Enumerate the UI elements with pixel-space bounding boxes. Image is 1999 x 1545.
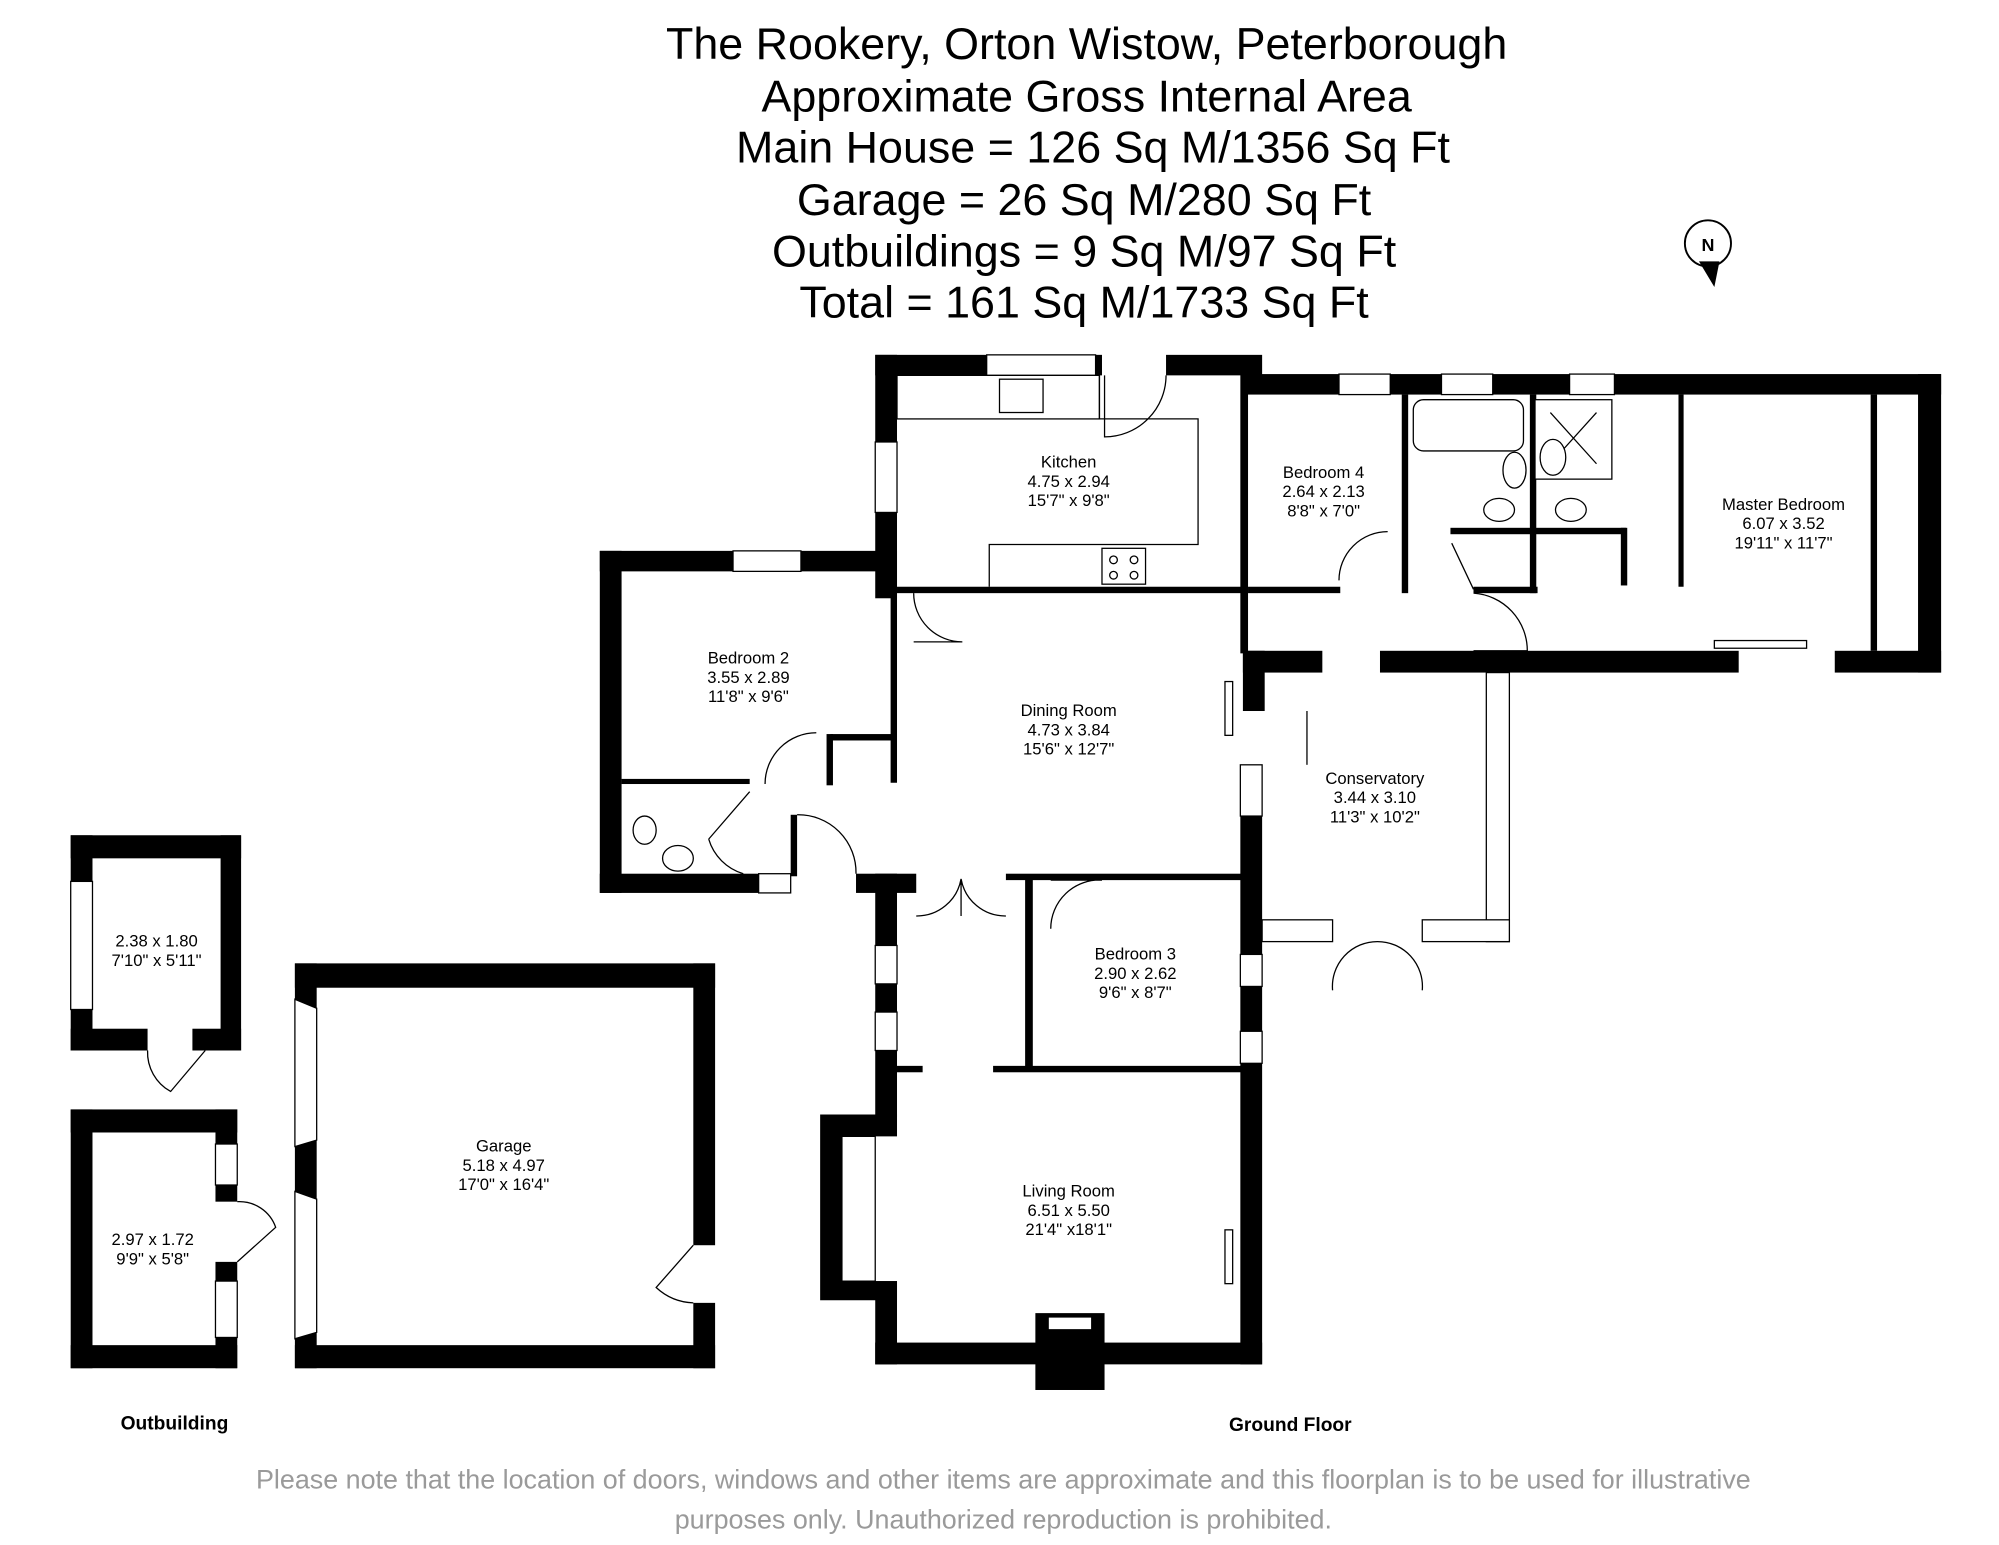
- room-bedroom-4: Bedroom 4 2.64 x 2.13 8'8" x 7'0": [1282, 463, 1364, 520]
- room-size-metric: 2.90 x 2.62: [1094, 964, 1176, 983]
- room-name: Dining Room: [1021, 701, 1117, 720]
- main-house-walls: [599, 354, 1942, 1390]
- room-size-imperial: 15'7" x 9'8": [1028, 491, 1110, 510]
- area-total: Total = 161 Sq M/1733 Sq Ft: [799, 277, 1369, 328]
- north-compass-icon: N: [1683, 219, 1732, 287]
- room-size-imperial: 7'10" x 5'11": [112, 951, 202, 970]
- room-size-metric: 6.07 x 3.52: [1742, 514, 1824, 533]
- room-name: Kitchen: [1041, 453, 1097, 472]
- disclaimer-line-1: Please note that the location of doors, …: [256, 1465, 1751, 1495]
- room-garage: Garage 5.18 x 4.97 17'0" x 16'4": [458, 1137, 549, 1194]
- room-size-imperial: 19'11" x 11'7": [1735, 533, 1833, 552]
- basin-icon: [1539, 438, 1567, 476]
- room-bedroom-3: Bedroom 3 2.90 x 2.62 9'6" x 8'7": [1094, 945, 1176, 1002]
- room-size-imperial: 11'8" x 9'6": [708, 687, 789, 706]
- basin-icon: [1502, 451, 1527, 489]
- room-size-metric: 2.38 x 1.80: [115, 932, 197, 951]
- room-name: Conservatory: [1325, 769, 1425, 788]
- sink-icon: [998, 378, 1044, 414]
- toilet-icon: [632, 815, 657, 845]
- room-name: Garage: [476, 1137, 532, 1156]
- room-bedroom-2: Bedroom 2 3.55 x 2.89 11'8" x 9'6": [707, 649, 789, 706]
- area-outbuildings: Outbuildings = 9 Sq M/97 Sq Ft: [772, 225, 1397, 276]
- room-name: Bedroom 4: [1283, 463, 1364, 482]
- room-size-imperial: 17'0" x 16'4": [458, 1175, 549, 1194]
- room-size-metric: 2.64 x 2.13: [1282, 482, 1364, 501]
- room-size-imperial: 15'6" x 12'7": [1023, 740, 1114, 759]
- room-size-metric: 6.51 x 5.50: [1028, 1201, 1110, 1220]
- room-size-metric: 3.55 x 2.89: [707, 668, 789, 687]
- room-size-imperial: 21'4" x18'1": [1025, 1220, 1112, 1239]
- area-main-house: Main House = 126 Sq M/1356 Sq Ft: [736, 122, 1450, 173]
- room-size-metric: 3.44 x 3.10: [1334, 788, 1416, 807]
- basin-icon: [661, 844, 694, 872]
- room-kitchen: Kitchen 4.75 x 2.94 15'7" x 9'8": [1028, 453, 1110, 510]
- outbuilding-label: Outbuilding: [121, 1414, 229, 1435]
- room-name: Living Room: [1022, 1182, 1114, 1201]
- room-conservatory: Conservatory 3.44 x 3.10 11'3" x 10'2": [1325, 769, 1425, 826]
- plan-title: The Rookery, Orton Wistow, Peterborough: [666, 18, 1507, 69]
- room-size-imperial: 9'6" x 8'7": [1099, 983, 1172, 1002]
- room-size-imperial: 9'9" x 5'8": [116, 1249, 189, 1268]
- room-living-room: Living Room 6.51 x 5.50 21'4" x18'1": [1022, 1182, 1114, 1239]
- room-master-bedroom: Master Bedroom 6.07 x 3.52 19'11" x 11'7…: [1722, 495, 1845, 552]
- hob-icon: [1101, 547, 1147, 585]
- area-garage: Garage = 26 Sq M/280 Sq Ft: [797, 174, 1372, 225]
- room-size-metric: 4.75 x 2.94: [1028, 472, 1110, 491]
- outbuilding-1: [70, 835, 242, 1093]
- outbuilding-2: [70, 1109, 277, 1369]
- room-dining-room: Dining Room 4.73 x 3.84 15'6" x 12'7": [1021, 701, 1117, 758]
- room-outbuilding-1: 2.38 x 1.80 7'10" x 5'11": [112, 932, 202, 970]
- kitchen-worktop: [896, 374, 1101, 420]
- bath-icon: [1412, 399, 1525, 452]
- toilet-icon: [1554, 497, 1587, 523]
- room-size-imperial: 8'8" x 7'0": [1287, 501, 1360, 520]
- room-name: Master Bedroom: [1722, 495, 1845, 514]
- room-size-metric: 5.18 x 4.97: [463, 1156, 545, 1175]
- disclaimer-line-2: purposes only. Unauthorized reproduction…: [675, 1504, 1332, 1534]
- room-size-metric: 4.73 x 3.84: [1028, 720, 1110, 739]
- plan-subtitle: Approximate Gross Internal Area: [761, 70, 1411, 121]
- fixtures: [632, 374, 1613, 991]
- room-outbuilding-2: 2.97 x 1.72 9'9" x 5'8": [112, 1230, 194, 1268]
- room-size-metric: 2.97 x 1.72: [112, 1230, 194, 1249]
- compass-label: N: [1701, 235, 1714, 255]
- room-name: Bedroom 2: [708, 649, 789, 668]
- toilet-icon: [1483, 497, 1516, 523]
- ground-floor-label: Ground Floor: [1229, 1415, 1352, 1436]
- garage: [294, 963, 716, 1369]
- header: The Rookery, Orton Wistow, Peterborough …: [666, 18, 1507, 328]
- room-name: Bedroom 3: [1095, 945, 1176, 964]
- room-size-imperial: 11'3" x 10'2": [1330, 807, 1420, 826]
